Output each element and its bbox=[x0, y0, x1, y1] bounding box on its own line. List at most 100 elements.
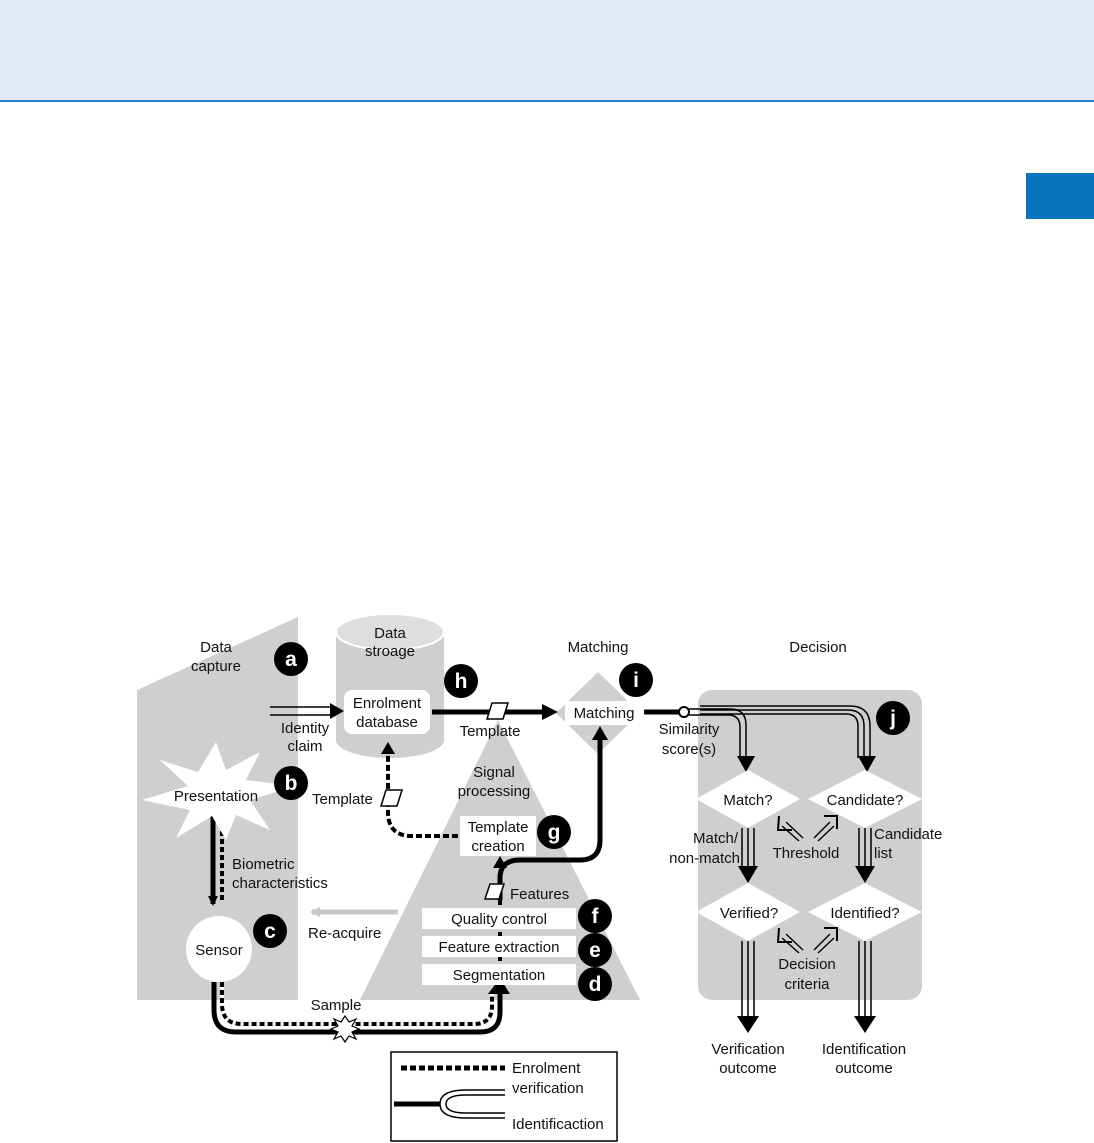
verification-outcome-arrowhead bbox=[737, 1016, 759, 1033]
verification-outcome-label-2: outcome bbox=[719, 1060, 777, 1077]
identity-claim-label-1: Identity bbox=[281, 720, 330, 737]
badge-i: i bbox=[619, 663, 653, 697]
data-capture-title-1: Data bbox=[200, 639, 232, 656]
decision-criteria-label-1: Decision bbox=[778, 956, 836, 973]
badge-c: c bbox=[253, 914, 287, 948]
decision-criteria-label-2: criteria bbox=[784, 976, 830, 993]
features-to-matching-flow bbox=[497, 738, 603, 900]
template-to-database-flow bbox=[386, 752, 458, 838]
similarity-label-1: Similarity bbox=[659, 721, 720, 738]
identified-input-arrowhead bbox=[855, 866, 875, 883]
feature-extraction-label: Feature extraction bbox=[439, 939, 560, 956]
badge-g: g bbox=[537, 815, 571, 849]
match-decision-label: Match? bbox=[723, 792, 772, 809]
svg-text:f: f bbox=[592, 905, 600, 928]
svg-text:d: d bbox=[589, 973, 602, 996]
verified-decision-label: Verified? bbox=[720, 905, 778, 922]
identification-outcome-arrowhead bbox=[854, 1016, 876, 1033]
identified-decision-label: Identified? bbox=[830, 905, 899, 922]
identified-diamond bbox=[808, 883, 922, 941]
match-diamond bbox=[696, 770, 800, 828]
sensor-circle bbox=[186, 916, 252, 982]
candidate-decision-label: Candidate? bbox=[827, 792, 904, 809]
presentation-burst bbox=[142, 742, 296, 840]
sample-flow bbox=[211, 978, 510, 1035]
svg-text:e: e bbox=[589, 939, 601, 962]
biometric-characteristics-label-1: Biometric bbox=[232, 856, 295, 873]
decision-split-flow bbox=[689, 705, 871, 758]
matching-box-label: Matching bbox=[574, 705, 635, 722]
matching-box bbox=[565, 701, 643, 725]
svg-text:b: b bbox=[285, 772, 298, 795]
identity-claim-arrow bbox=[270, 703, 344, 719]
template-creation-box bbox=[460, 816, 536, 856]
matching-input-arrowhead-2 bbox=[542, 704, 558, 720]
chapter-tab bbox=[1026, 173, 1094, 219]
svg-text:g: g bbox=[548, 821, 561, 844]
match-non-match-label-1: Match/ bbox=[693, 830, 739, 847]
template-creation-label-2: creation bbox=[471, 838, 524, 855]
matching-title: Matching bbox=[568, 639, 629, 656]
badge-h: h bbox=[444, 664, 478, 698]
re-acquire-label: Re-acquire bbox=[308, 925, 381, 942]
sensor-label: Sensor bbox=[195, 942, 243, 959]
identification-outcome-label-1: Identification bbox=[822, 1041, 906, 1058]
verified-to-outcome-flow bbox=[741, 941, 755, 1018]
feature-extraction-box bbox=[422, 936, 576, 957]
svg-text:c: c bbox=[264, 920, 276, 943]
svg-text:h: h bbox=[455, 670, 468, 693]
header-band bbox=[0, 0, 1094, 100]
sample-label: Sample bbox=[311, 997, 362, 1014]
segmentation-box bbox=[422, 964, 576, 985]
svg-text:j: j bbox=[889, 707, 896, 730]
identification-outcome-label-2: outcome bbox=[835, 1060, 893, 1077]
signal-processing-title-1: Signal bbox=[473, 764, 515, 781]
matching-input-arrowhead bbox=[592, 726, 608, 740]
enrolment-database-label-2: database bbox=[356, 714, 418, 731]
similarity-label-2: score(s) bbox=[662, 741, 716, 758]
data-storage-title-2: stroage bbox=[365, 643, 415, 660]
badge-b: b bbox=[274, 766, 308, 800]
match-input-arrowhead bbox=[737, 756, 755, 772]
quality-control-label: Quality control bbox=[451, 911, 547, 928]
badge-e: e bbox=[578, 933, 612, 967]
decision-criteria-arrows bbox=[776, 927, 838, 954]
presentation-to-sensor-flow bbox=[208, 815, 224, 906]
identified-to-outcome-flow bbox=[858, 941, 872, 1018]
badge-f: f bbox=[578, 899, 612, 933]
candidate-input-arrowhead bbox=[858, 756, 876, 772]
threshold-arrows bbox=[776, 815, 838, 842]
similarity-node bbox=[678, 706, 690, 718]
template-label-lower: Template bbox=[312, 791, 373, 808]
template-icon-upper bbox=[485, 702, 510, 720]
data-storage-title-1: Data bbox=[374, 625, 406, 642]
svg-text:a: a bbox=[285, 648, 297, 671]
biometric-characteristics-label-2: characteristics bbox=[232, 875, 328, 892]
segmentation-label: Segmentation bbox=[453, 967, 546, 984]
svg-text:i: i bbox=[633, 669, 639, 692]
legend-enrolment: Enrolment bbox=[512, 1060, 581, 1077]
badge-d: d bbox=[578, 967, 612, 1001]
legend: Enrolment verification Identificaction bbox=[390, 1051, 618, 1142]
legend-verification: verification bbox=[512, 1080, 584, 1097]
verified-diamond bbox=[696, 883, 800, 941]
template-icon-lower bbox=[379, 789, 404, 807]
legend-identification: Identificaction bbox=[512, 1116, 604, 1133]
candidate-list-label-2: list bbox=[874, 845, 893, 862]
threshold-label: Threshold bbox=[773, 845, 840, 862]
candidate-to-identified-flow bbox=[858, 828, 872, 868]
badge-j: j bbox=[876, 701, 910, 735]
verified-input-arrowhead bbox=[738, 866, 758, 883]
features-icon bbox=[483, 883, 506, 900]
match-to-verified-flow bbox=[741, 828, 755, 868]
match-non-match-label-2: non-match bbox=[669, 850, 740, 867]
template-label-upper: Template bbox=[460, 723, 521, 740]
quality-control-box bbox=[422, 908, 576, 929]
identity-claim-label-2: claim bbox=[287, 738, 322, 755]
header-rule bbox=[0, 100, 1094, 102]
features-label: Features bbox=[510, 886, 569, 903]
database-input-arrowhead bbox=[381, 742, 395, 754]
verification-outcome-label-1: Verification bbox=[711, 1041, 784, 1058]
presentation-label: Presentation bbox=[174, 788, 258, 805]
